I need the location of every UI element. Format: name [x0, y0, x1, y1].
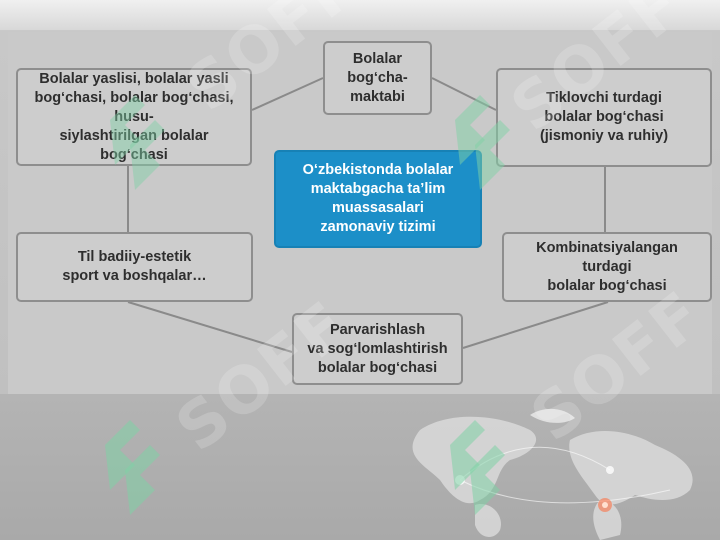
top-strip [0, 0, 720, 30]
node-kombinatsiyalangan: Kombinatsiyalangan turdagi bolalar bog‘c… [502, 232, 712, 302]
node-bolalar-bogcha-maktabi: Bolalar bog‘cha- maktabi [323, 41, 432, 115]
node-parvarishlash: Parvarishlash va sog‘lomlashtirish bolal… [292, 313, 463, 385]
node-tiklovchi-turdagi: Tiklovchi turdagi bolalar bog‘chasi (jis… [496, 68, 712, 167]
node-bolalar-yaslisi: Bolalar yaslisi, bolalar yasli bog‘chasi… [16, 68, 252, 166]
center-node-title: O‘zbekistonda bolalar maktabgacha ta’lim… [274, 150, 482, 248]
node-til-badiiy-estetik: Til badiiy-estetik sport va boshqalar… [16, 232, 253, 302]
